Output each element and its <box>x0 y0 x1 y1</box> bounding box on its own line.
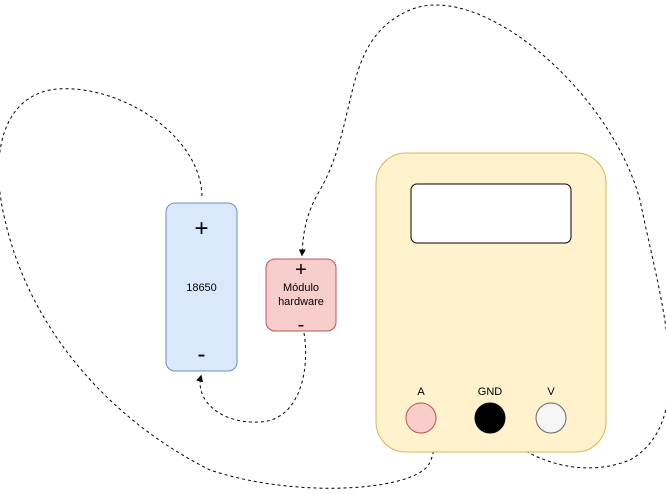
terminal-label-gnd: GND <box>478 386 503 398</box>
terminal-label-v: V <box>547 386 555 398</box>
module-plus-symbol: + <box>295 259 307 281</box>
terminal-v[interactable] <box>535 402 567 434</box>
wire-battery-plus <box>0 88 435 489</box>
wire-module-minus-battery-minus <box>196 332 307 423</box>
module-minus-symbol: - <box>298 314 305 336</box>
battery-minus-symbol: - <box>198 341 206 368</box>
terminal-a[interactable] <box>405 402 437 434</box>
terminal-label-a: A <box>417 386 425 398</box>
multimeter[interactable]: A GND V <box>375 152 607 453</box>
hardware-module[interactable]: + Módulo hardware - <box>265 258 337 336</box>
battery-plus-symbol: + <box>194 215 208 242</box>
battery-18650[interactable]: + 18650 - <box>165 202 238 372</box>
terminal-gnd[interactable] <box>474 402 506 434</box>
module-label-line1: Módulo <box>283 282 319 294</box>
wire-module-plus-gnd <box>298 4 666 469</box>
battery-label: 18650 <box>186 282 217 294</box>
multimeter-display <box>410 183 572 244</box>
module-label-line2: hardware <box>278 296 324 308</box>
